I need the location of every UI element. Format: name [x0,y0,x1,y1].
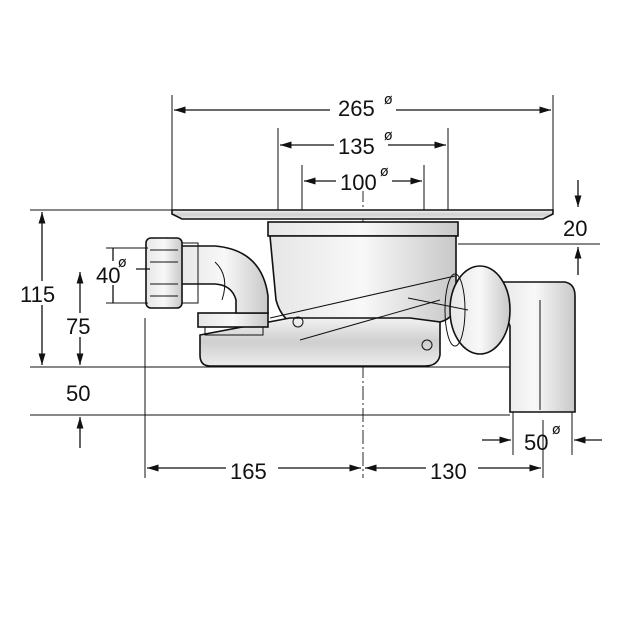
dim-outlet-diameter: 50 [524,430,548,455]
dim-inner-ring: 100 [340,170,377,195]
dim-center-to-outlet: 130 [430,459,467,484]
drain-body [145,209,576,413]
diameter-symbol: ø [380,164,389,180]
inlet-socket [197,312,269,328]
dim-outer-ring: 135 [338,134,375,159]
drain-bowl [269,235,457,327]
dim-grate-width: 265 [338,96,375,121]
dim-grate-height: 20 [563,216,587,241]
diameter-symbol: ø [118,255,127,271]
dim-outlet-height: 50 [66,381,90,406]
screw-left [292,316,304,328]
grate-collar [267,221,459,237]
screw-right [421,339,433,351]
dim-total-height: 115 [20,282,55,307]
dim-left-to-center: 165 [230,459,267,484]
diameter-symbol: ø [384,128,393,144]
diameter-symbol: ø [384,92,393,108]
dim-inlet-diameter: 40 [96,263,120,288]
grate-plate [171,209,554,220]
trap-divider [269,275,456,319]
trap-base [199,317,441,367]
dim-inlet-height: 75 [66,314,90,339]
outlet-ball-joint [449,265,511,355]
dimension-labels: 265 ø 135 ø 100 ø 20 115 40 ø 75 50 165 … [18,92,587,484]
extension-lines [30,95,600,478]
diameter-symbol: ø [552,422,561,438]
inlet-nut [145,237,183,309]
